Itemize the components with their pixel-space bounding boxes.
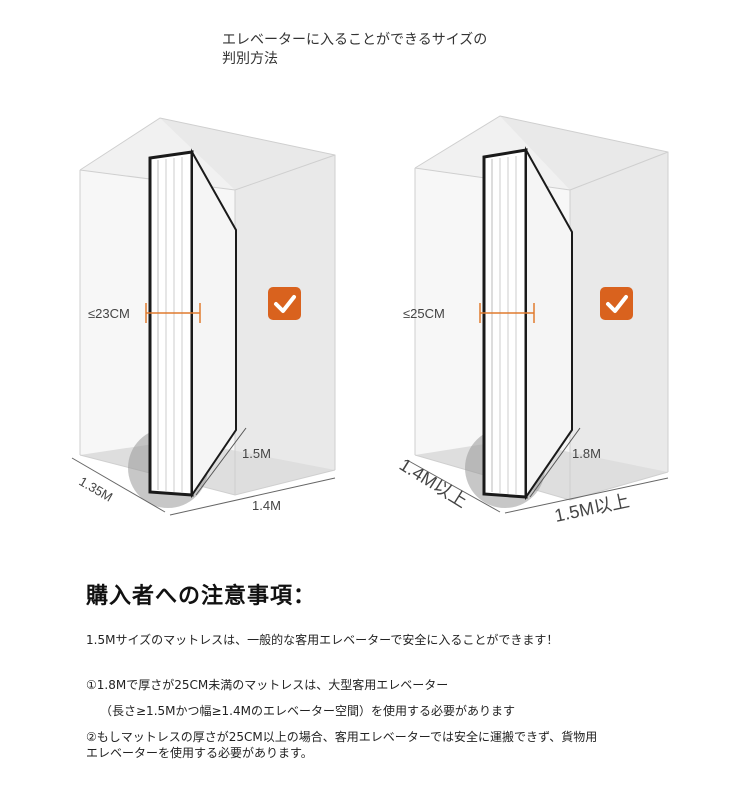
left-depth-label: 1.35M xyxy=(77,474,116,505)
right-width-line xyxy=(504,477,669,514)
left-height-label: 1.5M xyxy=(242,446,271,461)
notice-line-3: （長さ≥1.5Mかつ幅≥1.4Mのエレベーター空間）を使用する必要があります xyxy=(100,704,515,718)
left-elevator-diagram: ≤23CM 1.5M 1.4M 1.35M xyxy=(71,117,336,516)
notice-line-4: ②もしマットレスの厚さが25CM以上の場合、客用エレベーターでは安全に運搬できず… xyxy=(86,730,598,744)
left-check-icon xyxy=(268,287,301,320)
left-width-label: 1.4M xyxy=(252,498,281,513)
right-mattress-front xyxy=(482,148,528,499)
left-mattress-side xyxy=(191,148,237,499)
notice-line-5: エレベーターを使用する必要があります。 xyxy=(86,746,313,760)
left-thickness-label: ≤23CM xyxy=(88,306,130,321)
title-line-2: 判別方法 xyxy=(222,51,278,67)
right-height-line xyxy=(529,427,581,498)
right-mattress-side xyxy=(525,146,573,501)
right-right-wall xyxy=(500,116,668,495)
notice-line-2: ①1.8Mで厚さが25CM未満のマットレスは、大型客用エレベーター xyxy=(86,678,449,692)
notice-heading: 購入者への注意事項： xyxy=(86,584,317,609)
page-title: エレベーターに入ることができるサイズの 判別方法 xyxy=(222,31,487,69)
right-thickness-label: ≤25CM xyxy=(403,306,445,321)
left-right-wall xyxy=(160,118,335,490)
right-height-label: 1.8M xyxy=(572,446,601,461)
left-height-line xyxy=(195,427,247,496)
left-width-line xyxy=(169,477,336,516)
title-line-1: エレベーターに入ることができるサイズの xyxy=(222,32,488,48)
right-check-icon xyxy=(600,287,633,320)
right-depth-line xyxy=(406,459,501,513)
elevator-diagrams: ≤23CM 1.5M 1.4M 1.35M xyxy=(71,115,669,526)
notice-line-1: 1.5Mサイズのマットレスは、一般的な客用エレベーターで安全に入ることができます… xyxy=(86,633,559,647)
left-depth-line xyxy=(71,457,166,513)
left-mattress-front xyxy=(148,150,194,497)
right-elevator-diagram: ≤25CM 1.8M 1.5M以上 1.4M以上 xyxy=(396,115,669,526)
